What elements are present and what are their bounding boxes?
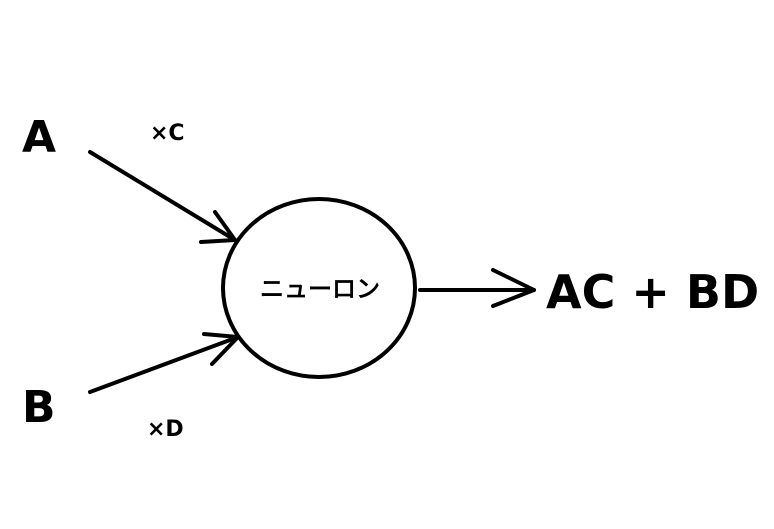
arrow-neuron-to-output <box>418 268 536 308</box>
arrow-a-to-neuron <box>88 150 237 244</box>
input-a-label: A <box>22 112 56 163</box>
neuron-circle <box>221 197 417 379</box>
arrow-b-to-neuron <box>88 332 240 394</box>
output-label: AC + BD <box>546 265 759 319</box>
weight-c-label: ×C <box>150 121 185 146</box>
input-b-label: B <box>22 382 56 433</box>
weight-d-label: ×D <box>147 417 184 442</box>
neuron-label: ニューロン <box>260 275 380 303</box>
